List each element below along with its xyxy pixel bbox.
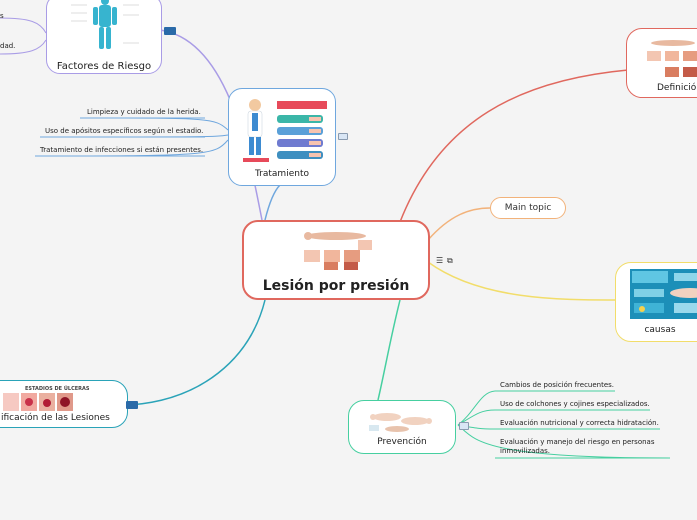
connector-prevencion [377,299,401,401]
tratamiento-child-1: Limpieza y cuidado de la herida. [87,108,201,116]
connector-definicion [399,69,629,223]
collapse-toggle-icon[interactable] [338,133,348,140]
connector-clasificacion [129,299,266,406]
collapse-toggle-icon[interactable] [126,401,138,409]
ulcer-stages-image [3,393,73,411]
node-causas-title: causas [644,325,676,335]
prevencion-child-2: Uso de colchones y cojines especializado… [500,400,650,408]
doctor-infographic-image [237,95,329,165]
connector-main-topic [427,207,491,241]
causes-image [630,269,697,319]
node-clasificacion-title: ificación de las Lesiones [1,413,110,423]
node-clasificacion[interactable]: ESTADIOS DE ÚLCERAS ificación de las Les… [0,380,128,428]
link-icon[interactable]: ⧉ [447,256,453,265]
factores-child-2: dad. [0,42,16,50]
node-tratamiento-title: Tratamiento [255,169,309,179]
node-definicion[interactable]: Definició [626,28,697,98]
factores-child-1: s [0,12,4,20]
node-tratamiento[interactable]: Tratamiento [228,88,336,186]
definition-image [643,37,697,83]
collapse-toggle-icon[interactable] [164,27,176,35]
node-prevencion-title: Prevención [377,437,427,447]
menu-icon[interactable]: ☰ [436,256,444,265]
tratamiento-child-2: Uso de apósitos específicos según el est… [45,127,204,135]
connector-causas [427,261,616,301]
pressure-ulcer-stages-image [296,226,376,272]
node-factores-de-riesgo[interactable]: Factores de Riesgo [46,0,162,74]
node-prevencion[interactable]: Prevención [348,400,456,454]
prevencion-child-1: Cambios de posición frecuentes. [500,381,615,389]
prevencion-child-3: Evaluación nutricional y correcta hidrat… [500,419,659,427]
prevencion-child-4: Evaluación y manejo del riesgo en person… [500,438,655,455]
node-central[interactable]: Lesión por presión [242,220,430,300]
node-causas[interactable]: causas [615,262,697,342]
stages-image-caption: ESTADIOS DE ÚLCERAS [25,386,90,392]
collapse-toggle-icon[interactable] [459,422,469,430]
connector-tratamiento [264,184,281,221]
tratamiento-child-3: Tratamiento de infecciones si están pres… [40,146,204,154]
node-main-topic[interactable]: Main topic [490,197,566,219]
node-central-title: Lesión por presión [262,278,410,294]
node-definicion-title: Definició [657,83,697,93]
body-diagram-image [67,0,143,51]
prevention-image [367,407,439,435]
node-factores-title: Factores de Riesgo [56,61,152,72]
